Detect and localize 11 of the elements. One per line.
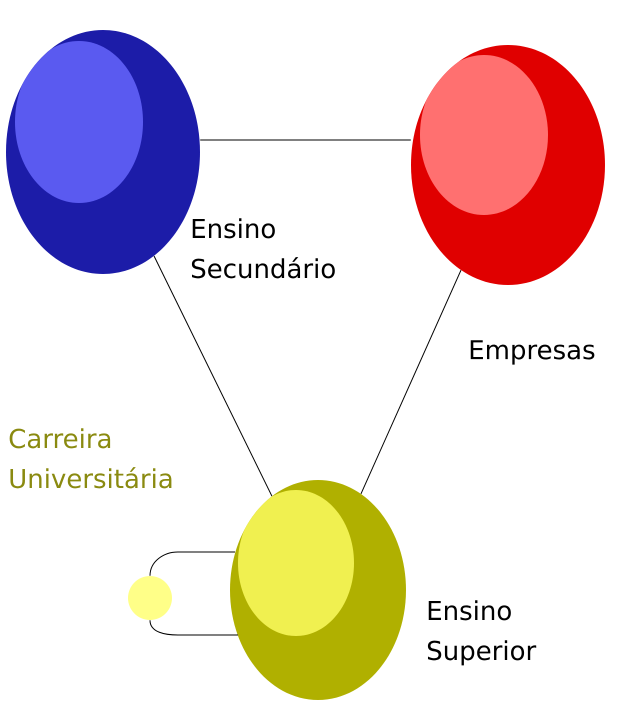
node-label: Ensino Superior: [428, 600, 536, 666]
node-label: Ensino Secundário: [192, 218, 335, 278]
connector-line: [154, 256, 272, 497]
connector-line: [360, 270, 462, 494]
ball: [411, 45, 605, 285]
ball: [230, 480, 406, 700]
ball: [128, 576, 172, 620]
connector-line: [150, 620, 238, 636]
node-label: Carreira Universitária: [10, 428, 172, 488]
connector-line: [150, 552, 236, 576]
node-label: Empresas: [470, 340, 594, 365]
